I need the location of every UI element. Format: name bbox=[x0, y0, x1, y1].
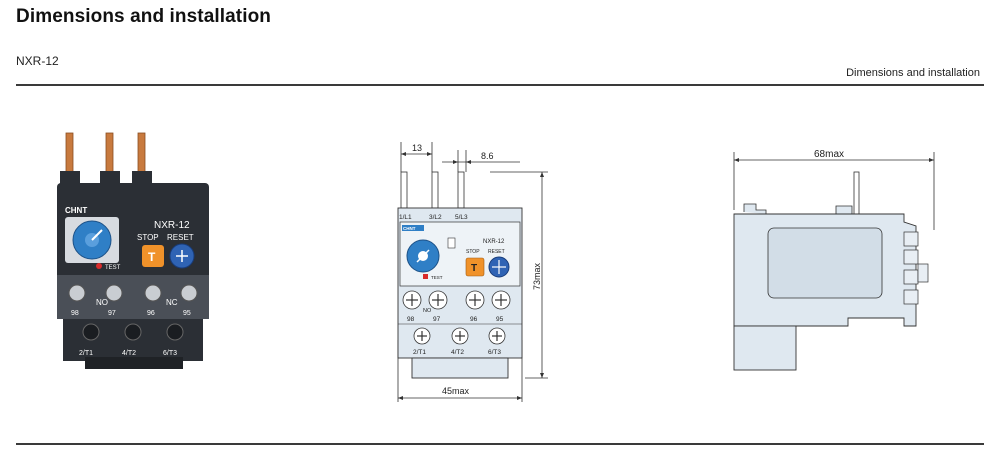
photo-screw-95 bbox=[180, 284, 198, 302]
front-stop-button bbox=[465, 257, 485, 277]
side-ridge-2 bbox=[903, 249, 919, 265]
photo-stop-text: STOP bbox=[137, 233, 159, 242]
front-pin-3 bbox=[457, 171, 465, 209]
arrow-73-top bbox=[540, 172, 544, 177]
front-terminal-6t3: 6/T3 bbox=[488, 349, 501, 356]
photo-no-text: NO bbox=[96, 298, 108, 307]
front-terminal-97: 97 bbox=[433, 316, 441, 323]
photo-screw-t3 bbox=[166, 323, 184, 341]
arrow-45-right bbox=[517, 396, 522, 400]
front-terminal-95: 95 bbox=[496, 316, 504, 323]
arrow-8-6-left bbox=[453, 160, 458, 164]
front-pin-label-5l3: 5/L3 bbox=[455, 214, 468, 221]
arrow-8-6-right bbox=[466, 160, 471, 164]
photo-model-text: NXR-12 bbox=[154, 220, 190, 231]
photo-brand-logo: CHNT bbox=[65, 206, 87, 215]
side-dimension-drawing: 68max bbox=[720, 140, 950, 390]
pin-collar-1 bbox=[60, 171, 80, 185]
front-brand-logo: CHNT bbox=[403, 226, 416, 231]
front-pin-label-1l1: 1/L1 bbox=[399, 214, 412, 221]
section-label: Dimensions and installation bbox=[846, 67, 980, 79]
front-view-svg: 13 8.6 73max 45max 1/L1 3/L2 5/L3 CHNT N… bbox=[397, 142, 548, 402]
front-pin-2 bbox=[431, 171, 439, 209]
side-ridge-3 bbox=[903, 269, 919, 285]
front-pin-1 bbox=[400, 171, 408, 209]
product-photo: CHNT NXR-12 STOP RESET TEST T NO NC 98 9… bbox=[55, 125, 225, 375]
side-ridge-1 bbox=[903, 231, 919, 247]
front-terminal-98: 98 bbox=[407, 316, 415, 323]
front-base-outline bbox=[411, 357, 509, 379]
side-base-outline bbox=[733, 325, 797, 371]
front-terminal-4t2: 4/T2 bbox=[451, 349, 464, 356]
front-terminal-2t1: 2/T1 bbox=[413, 349, 426, 356]
front-reset-text: RESET bbox=[488, 249, 505, 255]
side-clip-right bbox=[835, 205, 853, 214]
relay-photo-illustration: CHNT NXR-12 STOP RESET TEST T NO NC 98 9… bbox=[57, 132, 209, 369]
photo-terminal-98: 98 bbox=[71, 310, 79, 317]
photo-screw-97 bbox=[105, 284, 123, 302]
front-stop-button-letter: T bbox=[471, 263, 477, 274]
pin-collar-3 bbox=[132, 171, 152, 185]
model-label: NXR-12 bbox=[16, 54, 59, 68]
front-dial-pointer bbox=[416, 249, 430, 263]
photo-screw-98 bbox=[68, 284, 86, 302]
front-test-text: TEST bbox=[431, 275, 443, 280]
photo-stop-button bbox=[142, 245, 164, 267]
photo-screw-96 bbox=[144, 284, 162, 302]
pin-collar-2 bbox=[100, 171, 120, 185]
front-brand-bar bbox=[402, 225, 424, 231]
arrow-45-left bbox=[398, 396, 403, 400]
front-no-text: NO bbox=[423, 308, 432, 314]
dim-text-45max: 45max bbox=[442, 386, 470, 396]
front-model-text: NXR-12 bbox=[483, 239, 505, 245]
relay-base bbox=[85, 357, 183, 369]
front-test-indicator bbox=[423, 274, 428, 279]
side-clip-left bbox=[743, 203, 767, 214]
photo-test-indicator bbox=[96, 263, 102, 269]
side-reset-knob bbox=[917, 263, 929, 283]
photo-stop-button-letter: T bbox=[148, 250, 156, 264]
photo-terminal-95: 95 bbox=[183, 310, 191, 317]
top-divider bbox=[16, 84, 984, 86]
photo-terminal-4t2: 4/T2 bbox=[122, 350, 136, 357]
front-terminal-96: 96 bbox=[470, 316, 478, 323]
photo-terminal-97: 97 bbox=[108, 310, 116, 317]
photo-reset-text: RESET bbox=[167, 233, 194, 242]
photo-terminal-2t1: 2/T1 bbox=[79, 350, 93, 357]
photo-test-text: TEST bbox=[105, 265, 121, 271]
dim-text-13: 13 bbox=[412, 143, 422, 153]
arrow-68-left bbox=[734, 158, 739, 162]
front-pin-label-3l2: 3/L2 bbox=[429, 214, 442, 221]
dim-text-73max: 73max bbox=[532, 262, 542, 290]
dim-text-8-6: 8.6 bbox=[481, 151, 494, 161]
arrow-13-left bbox=[401, 152, 406, 156]
side-ridge-4 bbox=[903, 289, 919, 305]
arrow-13-right bbox=[427, 152, 432, 156]
side-pin bbox=[853, 171, 860, 217]
front-indicator-window bbox=[447, 237, 456, 249]
arrow-68-right bbox=[929, 158, 934, 162]
bottom-divider bbox=[16, 443, 984, 445]
arrow-73-bottom bbox=[540, 373, 544, 378]
photo-terminal-6t3: 6/T3 bbox=[163, 350, 177, 357]
front-dimension-drawing: 13 8.6 73max 45max 1/L1 3/L2 5/L3 CHNT N… bbox=[380, 140, 560, 410]
page-title: Dimensions and installation bbox=[16, 6, 272, 27]
photo-screw-t1 bbox=[82, 323, 100, 341]
side-view-svg: 68max bbox=[733, 149, 935, 371]
dim-text-68max: 68max bbox=[814, 149, 844, 160]
photo-terminal-96: 96 bbox=[147, 310, 155, 317]
photo-nc-text: NC bbox=[166, 298, 178, 307]
front-stop-text: STOP bbox=[466, 249, 480, 255]
photo-dial-pointer bbox=[91, 229, 103, 241]
photo-screw-t2 bbox=[124, 323, 142, 341]
side-recess-panel bbox=[767, 227, 883, 299]
